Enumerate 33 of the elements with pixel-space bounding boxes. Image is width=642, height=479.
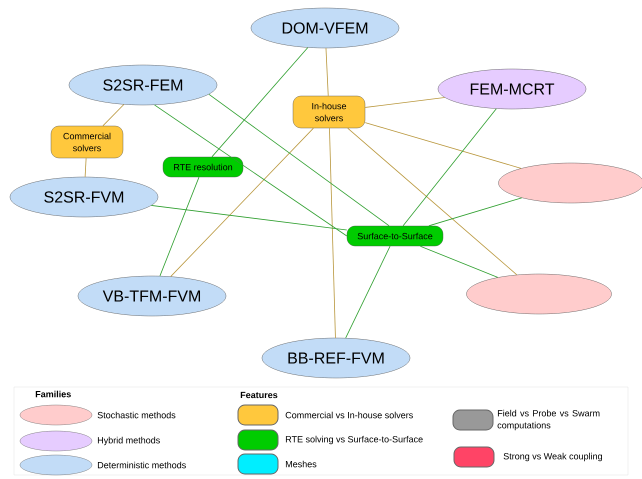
connector-line (364, 97, 446, 108)
legend-heading: Features (240, 392, 278, 398)
legend-text: Deterministic methods (98, 462, 186, 468)
connector-line (170, 128, 314, 277)
feature-box: In-house solvers (292, 96, 366, 128)
connector-line (347, 128, 518, 276)
connector-line (326, 48, 329, 96)
feature-box: RTE resolution (162, 156, 244, 178)
connector-line (364, 122, 522, 169)
connector-line (212, 47, 308, 158)
method-ellipse (498, 162, 642, 204)
feature-box: Surface-to-Surface (346, 226, 444, 246)
connector-line (154, 104, 348, 236)
feature-box: Commercial solvers (50, 126, 124, 158)
connector-line (420, 246, 498, 278)
legend-text: RTE solving vs Surface-to-Surface (286, 436, 423, 444)
connector-line (102, 104, 124, 126)
connector-line (402, 108, 497, 226)
legend-text: Strong vs Weak coupling (504, 452, 602, 462)
legend-text: Stochastic methods (98, 412, 176, 418)
method-ellipse (466, 274, 612, 314)
legend-text: Hybrid methods (98, 436, 160, 446)
legend-text: Commercial vs In-house solvers (286, 412, 413, 418)
legend-text: Field vs Probe vs Swarm computations (498, 410, 600, 430)
legend-heading: Families (36, 390, 71, 398)
connector-line (84, 158, 87, 178)
connector-line (329, 128, 336, 338)
connector-line (160, 176, 200, 276)
connector-line (208, 94, 390, 226)
connector-line (428, 197, 522, 226)
connector-line (150, 205, 348, 230)
legend-text: Meshes (286, 460, 316, 468)
connector-line (345, 246, 390, 338)
